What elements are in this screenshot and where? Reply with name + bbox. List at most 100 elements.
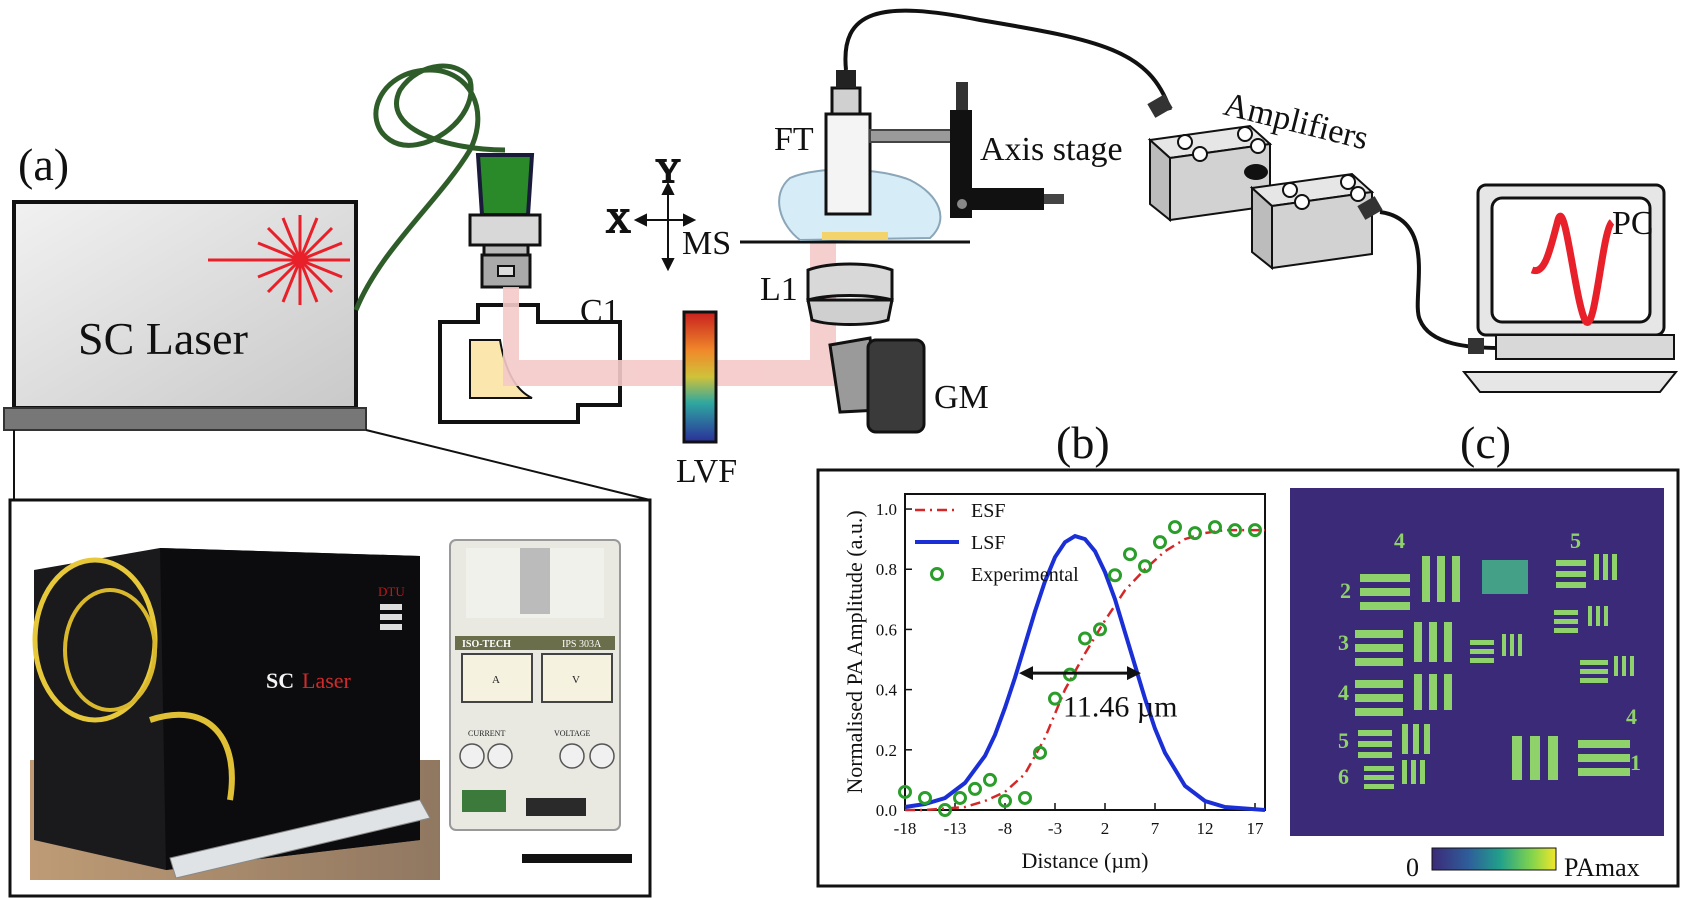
photo-psu-brand: ISO-TECH	[462, 639, 511, 650]
experimental-point	[998, 793, 1012, 808]
usaf-bar	[1355, 680, 1403, 688]
usaf-bar	[1502, 634, 1506, 656]
fwhm-arrow-right-head	[1127, 666, 1141, 681]
experimental-point	[1063, 667, 1077, 682]
usaf-bar	[1414, 674, 1422, 710]
usaf-bar	[1578, 768, 1630, 776]
dtu-logo-icon	[380, 604, 402, 630]
usaf-bar	[1355, 708, 1403, 716]
usaf-bar	[1355, 644, 1403, 652]
usaf-bar	[1360, 574, 1410, 582]
experimental-point	[983, 772, 997, 787]
y-tick-label: 0.6	[876, 620, 897, 639]
photo-meter-v: V	[572, 674, 580, 686]
usaf-group-label: 1	[1630, 750, 1641, 775]
experimental-point	[938, 803, 952, 817]
experimental-point	[1138, 559, 1152, 574]
laser-starburst-icon	[208, 215, 350, 305]
lsf-line	[904, 533, 1266, 812]
experimental-point	[1188, 526, 1202, 541]
signal-cable-1	[843, 8, 1172, 111]
usaf-group-label: 4	[1626, 704, 1637, 729]
usaf-bar	[1355, 630, 1403, 638]
y-tick-label: 1.0	[876, 500, 897, 519]
usaf-group-label: 5	[1338, 728, 1349, 753]
usaf-bar	[1556, 560, 1586, 566]
experimental-point	[1208, 520, 1222, 535]
ms-label: MS	[682, 225, 731, 262]
y-tick-label: 0.0	[876, 801, 897, 820]
usaf-bar	[1512, 736, 1522, 780]
fwhm-annotation: 11.46 µm	[1063, 691, 1178, 724]
usaf-bar	[1470, 649, 1494, 654]
legend-swatch-experimental	[930, 567, 944, 581]
colorbar-max-label: PAmax	[1564, 853, 1640, 882]
y-axis-label: Normalised PA Amplitude (a.u.)	[842, 510, 867, 793]
focused-transducer-ft: FT	[774, 70, 872, 216]
usaf-bar	[1413, 724, 1419, 754]
legend-label-experimental: Experimental	[971, 564, 1079, 586]
usaf-bar	[1594, 554, 1599, 580]
x-tick-label: 17	[1247, 819, 1265, 838]
y-tick-label: 0.2	[876, 741, 897, 760]
experimental-point	[1228, 523, 1242, 538]
usaf-bar	[1614, 656, 1618, 676]
galvo-mirror: GM	[828, 336, 989, 434]
usaf-bar	[1437, 556, 1445, 602]
usaf-bar	[1548, 736, 1558, 780]
y-tick-label: 0.4	[876, 681, 898, 700]
x-tick-label: -18	[894, 819, 917, 838]
usaf-bar	[1580, 669, 1608, 674]
panel-b-label: (b)	[1056, 417, 1110, 468]
usaf-bar	[1360, 602, 1410, 610]
usaf-bar	[1402, 760, 1407, 784]
usaf-group-label: 5	[1570, 528, 1581, 553]
usaf-bar	[1556, 582, 1586, 588]
usaf-bar	[1402, 724, 1408, 754]
experimental-point	[1248, 523, 1262, 538]
experimental-point	[1123, 547, 1137, 562]
usaf-bar	[1554, 628, 1578, 633]
usaf-bar	[1358, 730, 1392, 736]
usaf-square	[1482, 560, 1528, 594]
fwhm-arrow-left-head	[1019, 666, 1033, 681]
experimental-point	[1033, 745, 1047, 760]
experimental-point	[898, 784, 912, 799]
usaf-bar	[1470, 640, 1494, 645]
sc-laser-box: SC Laser	[3, 200, 367, 431]
pc-signal-waveform	[1530, 212, 1615, 326]
photo-box-label-sc: SC	[266, 668, 294, 693]
photo-scale-bar	[522, 854, 632, 863]
usaf-bar	[1470, 658, 1494, 663]
axis-y-label: Y	[656, 153, 681, 190]
usaf-bar	[1411, 760, 1416, 784]
legend-label-esf: ESF	[971, 500, 1005, 522]
experimental-point	[918, 790, 932, 805]
photo-psu-current: CURRENT	[468, 729, 505, 738]
axis-x-label: X	[606, 203, 631, 240]
experimental-point	[1048, 691, 1062, 706]
signal-cable-2	[1379, 210, 1501, 350]
usaf-bar	[1630, 656, 1634, 676]
y-tick-label: 0.8	[876, 560, 897, 579]
usaf-bar	[1364, 775, 1394, 780]
x-tick-label: -8	[998, 819, 1012, 838]
lens-l1: L1	[760, 262, 894, 326]
sc-laser-label: SC Laser	[78, 313, 248, 364]
linear-variable-filter	[682, 310, 718, 444]
usaf-bar	[1554, 610, 1578, 615]
usaf-bar	[1420, 760, 1425, 784]
usaf-bar	[1556, 571, 1586, 577]
experimental-point	[1168, 520, 1182, 535]
zoom-line-right	[365, 429, 651, 501]
photo-box-label-laser: Laser	[302, 668, 352, 693]
experimental-point	[1108, 568, 1122, 583]
colorbar: 0 PAmax	[1406, 847, 1640, 882]
usaf-group-label: 2	[1340, 578, 1351, 603]
usaf-bar	[1414, 622, 1422, 662]
usaf-bar	[1622, 656, 1626, 676]
usaf-bar	[1424, 724, 1430, 754]
x-axis-label: Distance (µm)	[1022, 848, 1149, 873]
colorbar-gradient	[1431, 847, 1557, 871]
